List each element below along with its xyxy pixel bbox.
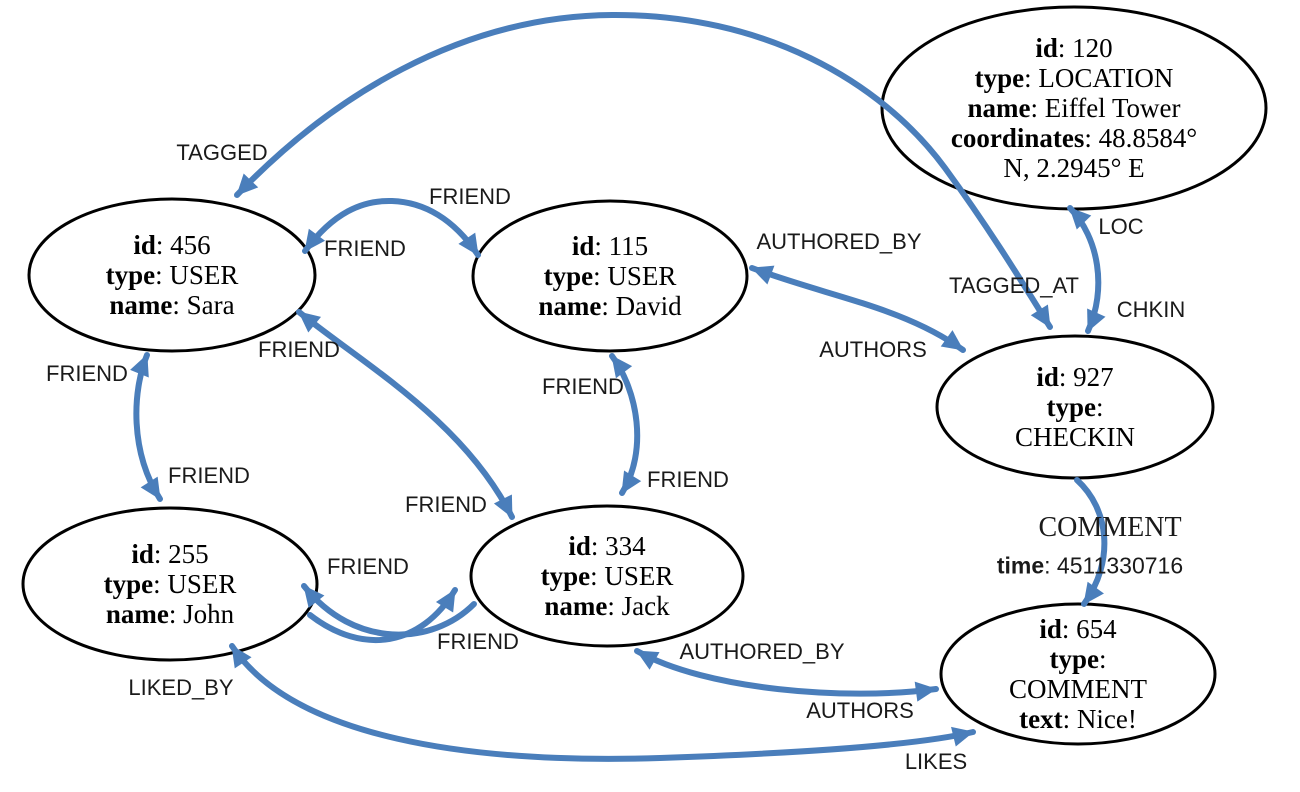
edge-label-authors-david: AUTHORS xyxy=(819,337,927,362)
edge-label-friend-sara-jack-2: FRIEND xyxy=(405,492,487,517)
edge-friend-jack-to-john xyxy=(301,583,477,638)
edge-authored-david-checkin xyxy=(749,265,966,353)
comment-time-key: time xyxy=(996,552,1045,579)
edge-label-friend-john-jack-2: FRIEND xyxy=(437,629,519,654)
edge-comment-checkin-comment xyxy=(1074,477,1108,607)
edge-label-authors-jack: AUTHORS xyxy=(806,698,914,723)
node-john-ellipse xyxy=(21,506,319,662)
edge-label-chkin: CHKIN xyxy=(1116,297,1186,322)
node-sara-ellipse xyxy=(27,197,317,353)
edge-label-loc: LOC xyxy=(1098,214,1144,239)
edge-label-tagged-at: TAGGED_AT xyxy=(949,273,1079,298)
edge-liked-john-comment xyxy=(229,643,976,762)
node-jack-ellipse xyxy=(469,504,745,648)
edge-label-tagged: TAGGED xyxy=(176,140,268,165)
edge-friend-david-jack xyxy=(609,353,642,496)
comment-time-value: : 4511330716 xyxy=(1044,552,1184,579)
edge-friend-sara-john xyxy=(130,352,163,502)
edge-loc-chkin-location-checkin xyxy=(1067,205,1106,334)
node-david-ellipse xyxy=(471,199,749,353)
node-comment-ellipse xyxy=(939,602,1217,746)
edge-label-friend-sara-jack-1: FRIEND xyxy=(258,337,340,362)
edge-label-friend-david-jack-2: FRIEND xyxy=(647,467,729,492)
edge-label-authored-by-jack: AUTHORED_BY xyxy=(679,639,845,664)
edge-friend-sara-david xyxy=(302,197,481,258)
edge-friend-john-to-jack xyxy=(307,587,458,644)
edge-label-friend-david-jack-1: FRIEND xyxy=(542,374,624,399)
edge-label-liked-by: LIKED_BY xyxy=(128,675,234,700)
edge-label-friend-sara-john-1: FRIEND xyxy=(46,361,128,386)
node-location-ellipse xyxy=(880,5,1268,211)
edge-label-comment-time: time: 4511330716 xyxy=(997,553,1183,580)
edge-label-friend-sara-david-1: FRIEND xyxy=(429,184,511,209)
edge-label-comment: COMMENT xyxy=(1038,512,1182,543)
edge-label-authored-by-david: AUTHORED_BY xyxy=(756,229,922,254)
edge-label-friend-john-jack-1: FRIEND xyxy=(327,554,409,579)
edge-tagged-sara-checkin xyxy=(234,11,1053,330)
edge-label-likes: LIKES xyxy=(904,749,968,774)
edge-label-friend-sara-david-2: FRIEND xyxy=(324,236,406,261)
edge-friend-sara-jack xyxy=(296,309,515,520)
node-checkin-ellipse xyxy=(935,334,1215,480)
edge-label-friend-sara-john-2: FRIEND xyxy=(168,463,250,488)
